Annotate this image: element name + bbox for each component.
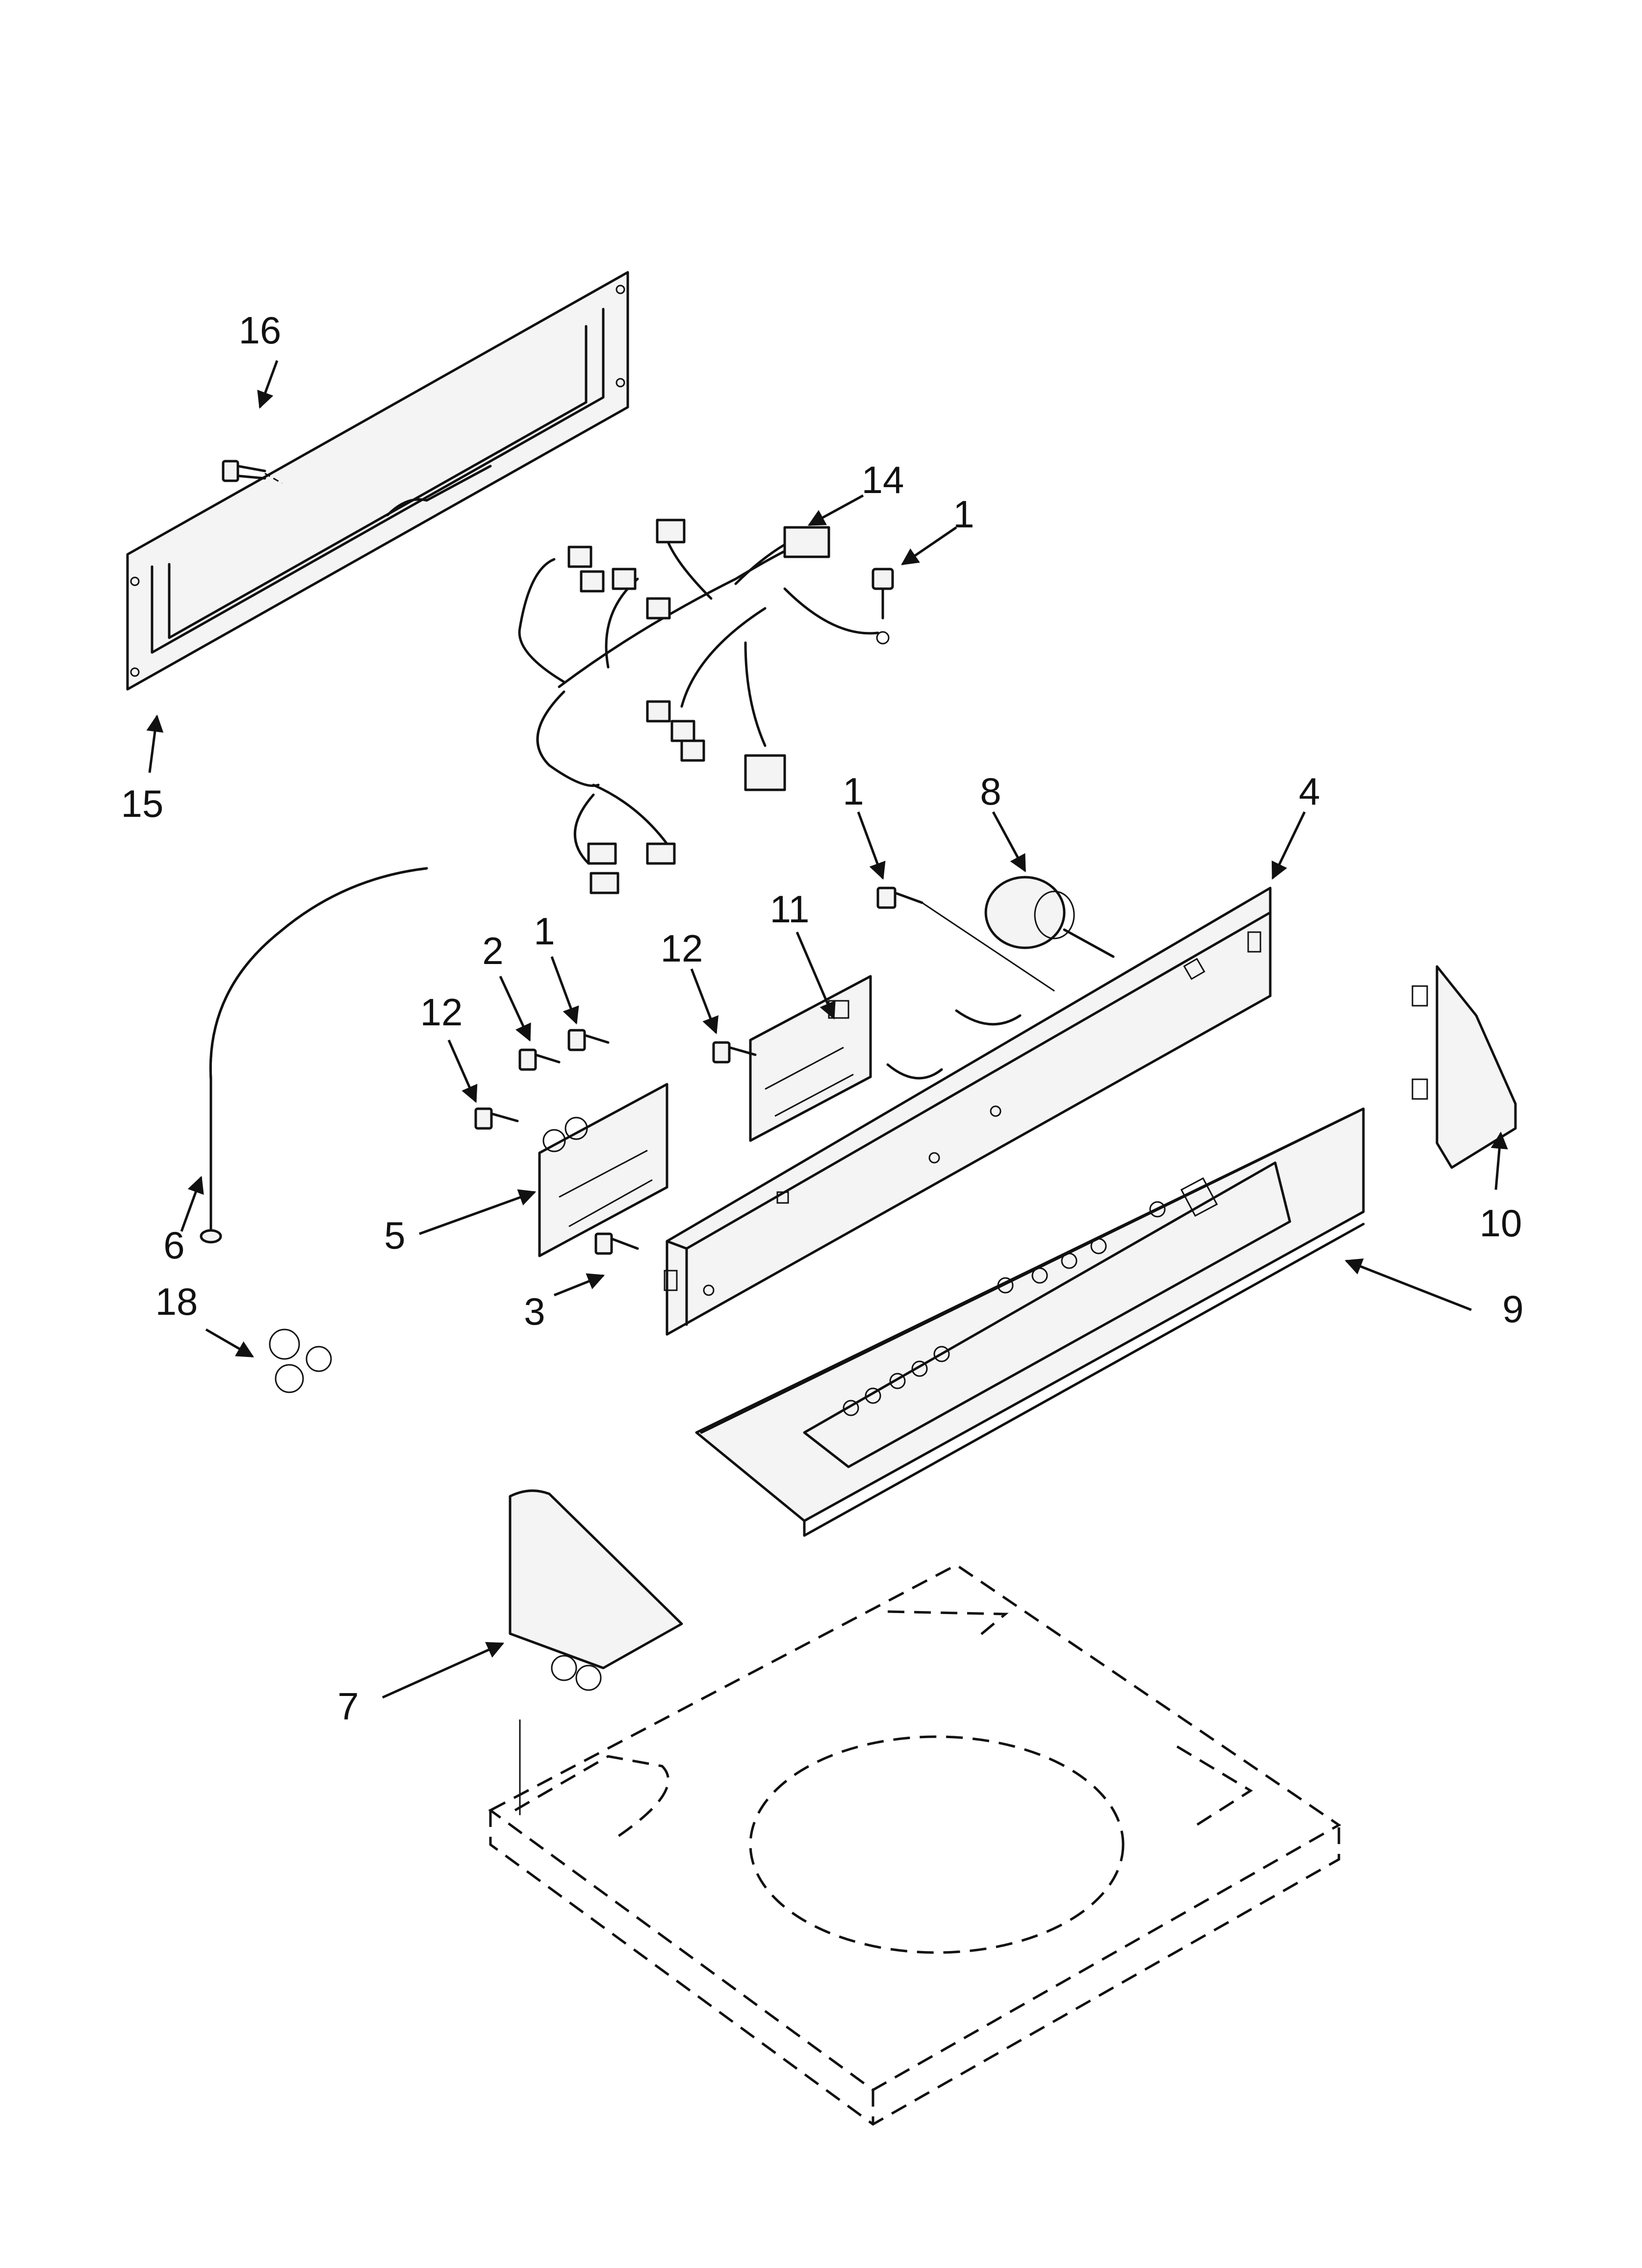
callout-16: 16 (239, 309, 282, 352)
top-cabinet-outline (488, 1564, 1341, 2126)
console-panel-part-4 (664, 886, 1272, 1336)
callout-7: 7 (337, 1685, 359, 1728)
callout-5: 5 (384, 1214, 405, 1257)
end-cap-part-7 (509, 1489, 683, 1691)
callout-12-left: 12 (420, 991, 463, 1034)
callout-2: 2 (482, 929, 503, 972)
callout-11: 11 (770, 887, 810, 931)
rear-bracket-part-15 (126, 271, 629, 691)
callout-1-left: 1 (534, 910, 555, 953)
console-front-panel-part-9 (695, 1107, 1365, 1537)
callout-4: 4 (1299, 770, 1320, 813)
callout-1-middle: 1 (843, 770, 864, 813)
screw-part-1-left (567, 1029, 610, 1051)
callout-9: 9 (1502, 1287, 1523, 1330)
screw-part-16 (222, 460, 282, 484)
callout-10: 10 (1480, 1201, 1522, 1245)
screw-part-12-left (474, 1107, 519, 1130)
callout-12-middle: 12 (661, 927, 703, 970)
callout-14: 14 (862, 458, 904, 501)
control-knobs (843, 1201, 1166, 1416)
screw-part-1-middle (876, 886, 1055, 992)
callout-1-top: 1 (953, 493, 974, 536)
end-cap-part-10 (1411, 965, 1517, 1169)
callout-3: 3 (524, 1290, 545, 1333)
clips-part-18 (269, 1329, 332, 1393)
screw-part-3 (594, 1232, 639, 1255)
screw-part-12-middle (712, 1041, 757, 1064)
callout-18: 18 (155, 1280, 198, 1323)
switch-board-part-5 (538, 1083, 668, 1257)
callout-6: 6 (163, 1224, 184, 1267)
wire-harness-part-14 (518, 519, 890, 894)
callout-15: 15 (121, 782, 164, 825)
pressure-switch-part-8 (984, 876, 1115, 958)
callout-labels: 16 15 14 1 1 8 4 12 11 2 1 12 5 3 9 10 6… (121, 309, 1524, 1728)
callout-8: 8 (980, 770, 1001, 813)
leader-arrows (146, 360, 1508, 1699)
hose-part-6 (200, 867, 428, 1244)
screw-part-2 (518, 1048, 561, 1071)
screw-part-1-top (872, 568, 894, 620)
control-board-part-11 (749, 975, 872, 1142)
